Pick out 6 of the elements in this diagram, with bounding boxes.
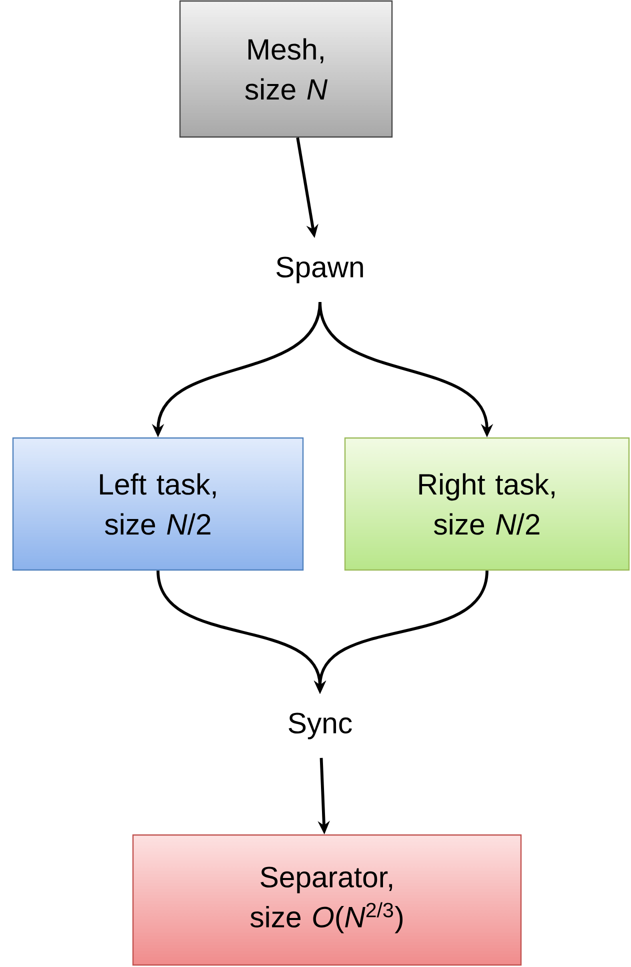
step-label: Sync xyxy=(288,712,352,740)
process-box: Mesh, size N xyxy=(179,0,393,138)
process-box: Separator, size O(N$^{2/3}$) xyxy=(132,834,522,966)
process-box: Right task, size N/2 xyxy=(344,437,630,571)
process-box: Left task, size N/2 xyxy=(12,437,304,571)
step-label: Spawn xyxy=(276,256,363,284)
